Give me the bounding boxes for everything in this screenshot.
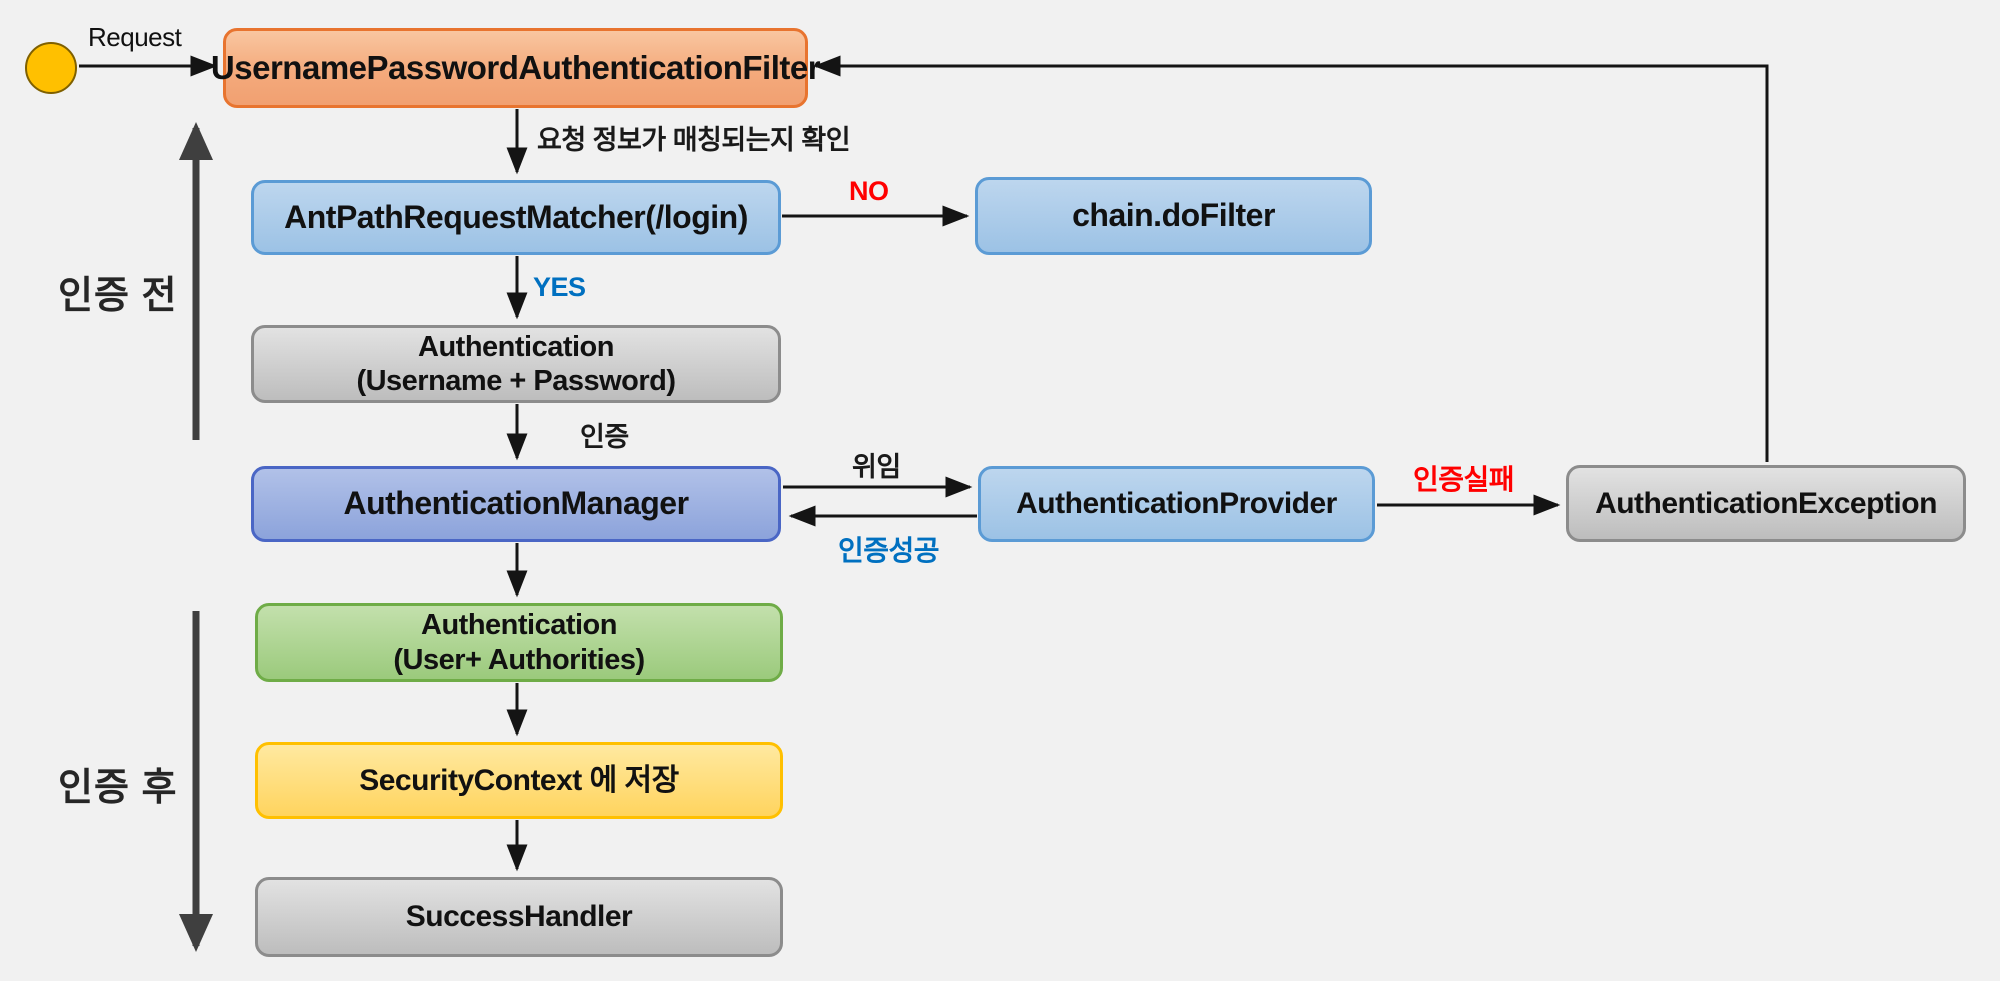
node-authentication-username-password: Authentication(Username + Password) xyxy=(251,325,781,403)
node-label: AuthenticationException xyxy=(1595,486,1937,520)
node-chain-do-filter: chain.doFilter xyxy=(975,177,1372,255)
node-label: (Username + Password) xyxy=(356,365,676,397)
node-label: UsernamePasswordAuthenticationFilter xyxy=(210,48,821,86)
edge-label-delegate: 위임 xyxy=(852,452,901,482)
node-username-password-authentication-filter: UsernamePasswordAuthenticationFilter xyxy=(211,28,821,108)
node-label: Authentication xyxy=(421,609,618,642)
node-ant-path-request-matcher: AntPathRequestMatcher(/login) xyxy=(251,180,781,255)
node-label: AntPathRequestMatcher(/login) xyxy=(284,198,748,235)
node-label: chain.doFilter xyxy=(1072,197,1275,234)
node-label: SuccessHandler xyxy=(405,900,633,934)
node-label: SecurityContext 에 저장 xyxy=(359,763,679,797)
node-label: (User+ Authorities) xyxy=(393,643,645,676)
edge-label-yes: YES xyxy=(533,272,586,302)
edge-label-auth-success: 인증성공 xyxy=(838,535,940,566)
node-authentication-manager: AuthenticationManager xyxy=(251,466,781,542)
edge-label-request-match-check: 요청 정보가 매칭되는지 확인 xyxy=(537,125,851,155)
node-success-handler: SuccessHandler xyxy=(255,877,783,957)
node-label: Authentication xyxy=(418,330,615,363)
start-node-circle xyxy=(25,42,77,94)
node-authentication-exception: AuthenticationException xyxy=(1566,465,1966,542)
node-label: AuthenticationProvider xyxy=(1016,487,1337,521)
edge-label-no: NO xyxy=(849,176,889,206)
node-authentication-provider: AuthenticationProvider xyxy=(978,466,1375,542)
edge-label-auth-fail: 인증실패 xyxy=(1413,464,1515,495)
node-label: AuthenticationManager xyxy=(343,485,689,522)
side-annotation-after-auth: 인증 후 xyxy=(58,767,178,809)
edge-label-authenticate: 인증 xyxy=(580,422,629,452)
side-annotation-before-auth: 인증 전 xyxy=(58,275,178,317)
node-security-context-save: SecurityContext 에 저장 xyxy=(255,742,783,819)
node-authentication-user-authorities: Authentication(User+ Authorities) xyxy=(255,603,783,682)
edge-exception-loop-to-filter xyxy=(813,55,1769,462)
request-label: Request xyxy=(88,22,182,52)
